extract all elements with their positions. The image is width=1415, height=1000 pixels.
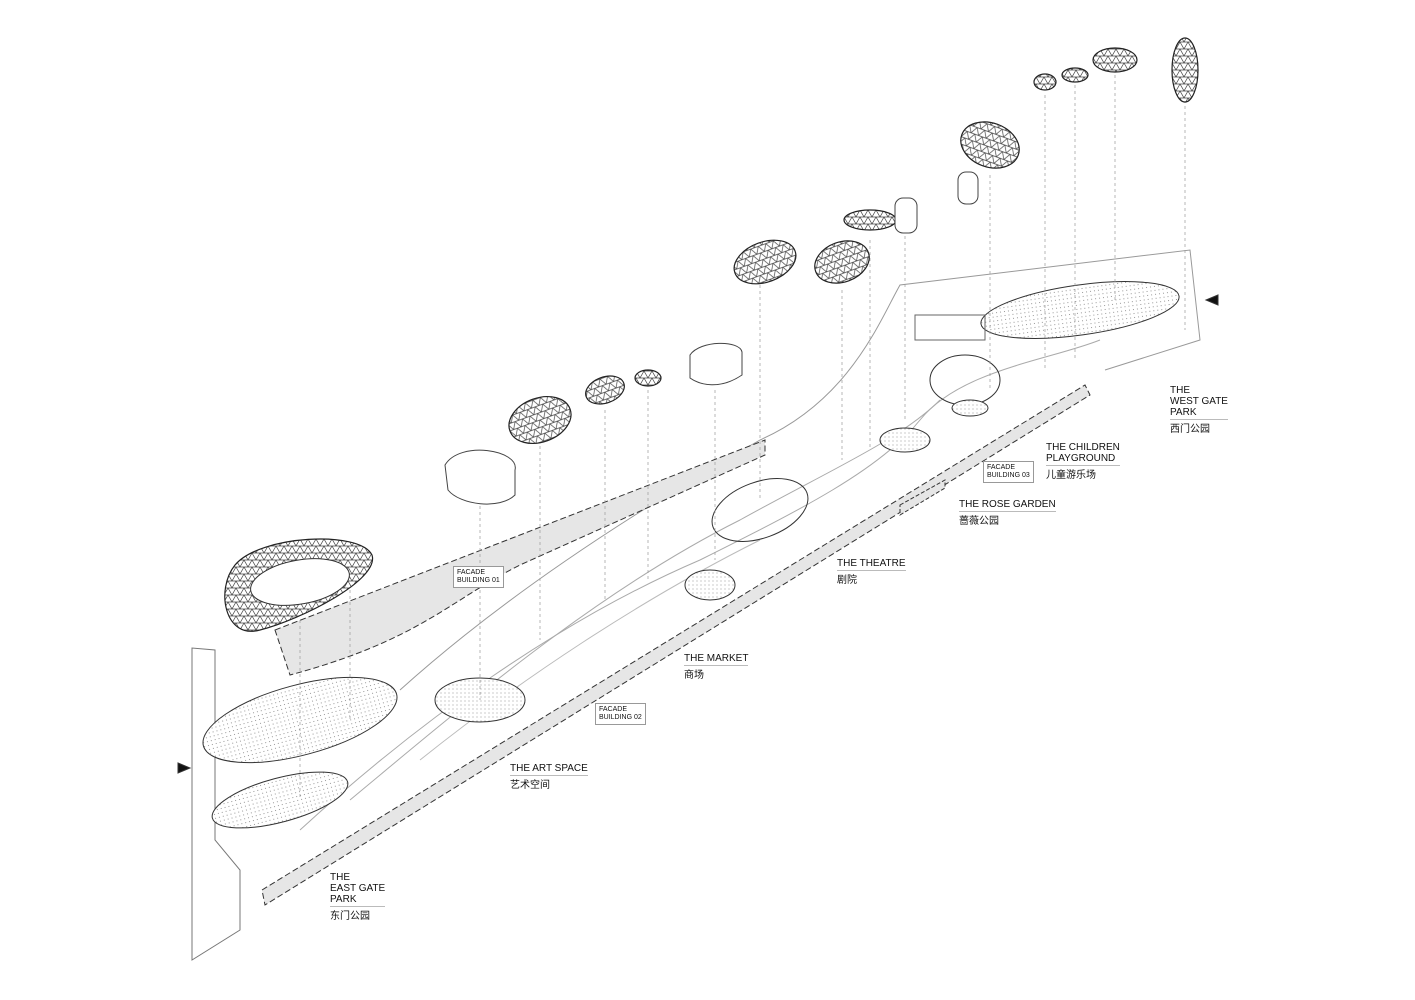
east-arrow-icon [177, 762, 192, 774]
zone-theatre: THE THEATRE 剧院 [837, 558, 906, 586]
zone-name-cn: 艺术空间 [510, 780, 550, 791]
facade-building-01-label: FACADE BUILDING 01 [453, 566, 504, 588]
site-boundary [191, 647, 241, 961]
zone-east-gate-park: THE EAST GATE PARK 东门公园 [330, 872, 386, 922]
facade-building-01-shape [274, 439, 766, 676]
zone-name: THE EAST GATE PARK [330, 872, 386, 907]
facade-strip [261, 384, 1091, 906]
zone-name-cn: 儿童游乐场 [1046, 470, 1096, 481]
zone-name: THE THEATRE [837, 558, 906, 571]
zone-rose-garden: THE ROSE GARDEN 蔷薇公园 [959, 499, 1056, 527]
zone-art-space: THE ART SPACE 艺术空间 [510, 763, 588, 791]
zone-children-playground: THE CHILDREN PLAYGROUND 儿童游乐场 [1046, 442, 1120, 481]
zone-name-cn: 商场 [684, 670, 704, 681]
zone-west-gate-park: THE WEST GATE PARK 西门公园 [1170, 385, 1228, 435]
zone-name: THE MARKET [684, 653, 749, 666]
facade-building-03-label: FACADE BUILDING 03 [983, 461, 1034, 483]
zone-name-cn: 蔷薇公园 [959, 516, 999, 527]
facade-building-02-label: FACADE BUILDING 02 [595, 703, 646, 725]
zone-name-cn: 西门公园 [1170, 424, 1210, 435]
zone-name-cn: 剧院 [837, 575, 857, 586]
pavilions [444, 171, 979, 505]
canopies [224, 37, 1199, 632]
zone-name-cn: 东门公园 [330, 911, 370, 922]
zone-name: THE CHILDREN PLAYGROUND [1046, 442, 1120, 466]
zone-market: THE MARKET 商场 [684, 653, 749, 681]
zone-name: THE ART SPACE [510, 763, 588, 776]
zone-name: THE ROSE GARDEN [959, 499, 1056, 512]
west-arrow-icon [1204, 294, 1219, 306]
zone-name: THE WEST GATE PARK [1170, 385, 1228, 420]
